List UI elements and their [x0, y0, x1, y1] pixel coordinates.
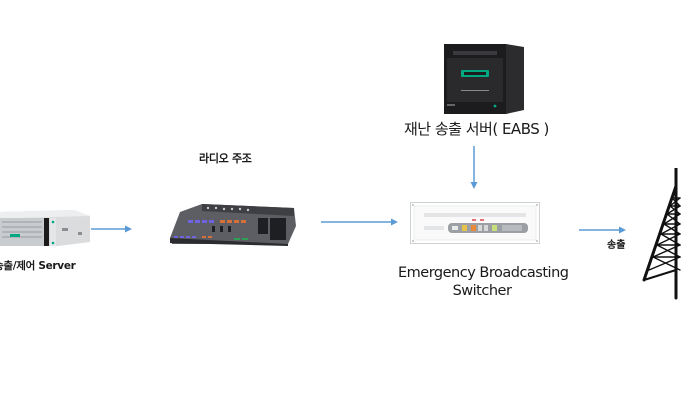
- ebs-switcher-label: Emergency Broadcasting Switcher: [398, 264, 569, 300]
- ebs-switcher-label-line1: Emergency Broadcasting: [398, 265, 569, 281]
- radio-console-label: 라디오 주조: [199, 152, 252, 165]
- eabs-server-label: 재난 송출 서버( EABS ): [404, 120, 549, 138]
- tower-server-icon: [444, 44, 524, 114]
- rack-server-icon: [0, 210, 90, 246]
- ebs-switcher-label-line2: Switcher: [452, 283, 512, 299]
- mixing-console-icon: [170, 204, 296, 246]
- transmit-edge-label: 송출: [607, 240, 626, 251]
- arrow-server-to-console: [91, 225, 132, 233]
- arrow-console-to-switcher: [321, 218, 398, 226]
- rack-switcher-icon: [410, 202, 540, 244]
- arrow-switcher-to-tower: [579, 226, 626, 234]
- transmission-tower-icon: [642, 168, 681, 300]
- playout-server-label: 송출/제어 Server: [0, 260, 76, 272]
- arrow-eabs-to-switcher: [470, 146, 478, 189]
